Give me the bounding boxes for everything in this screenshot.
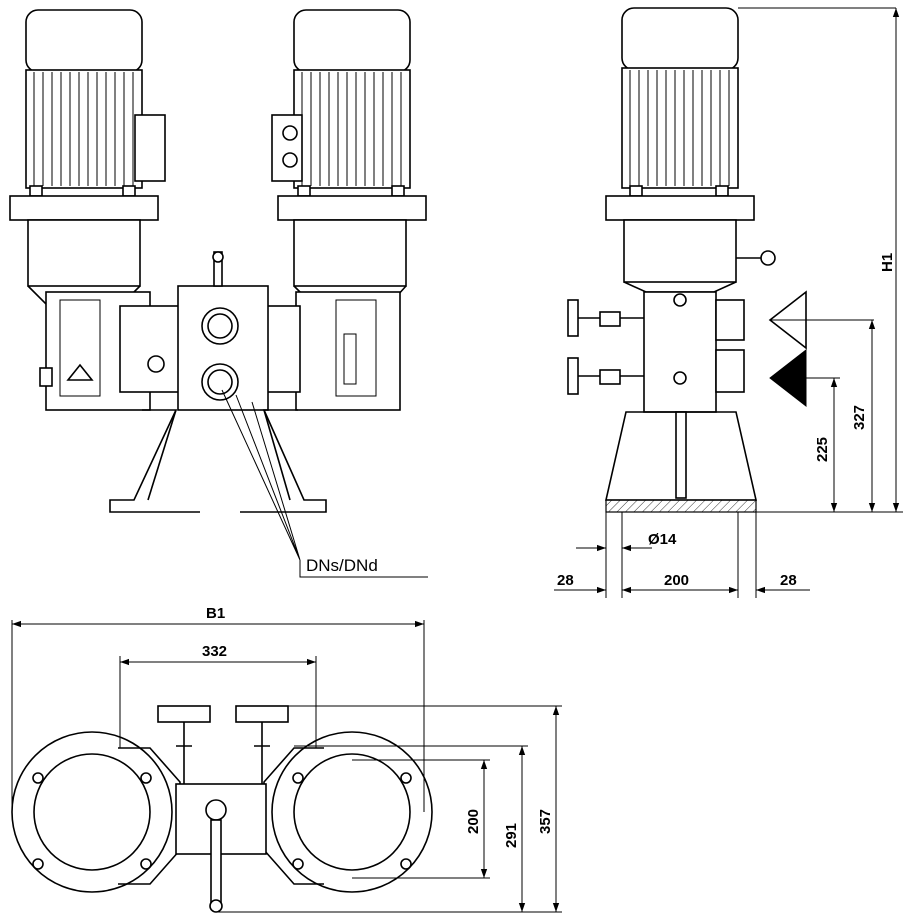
dim-225: 225 bbox=[814, 437, 831, 462]
front-view: DNs/DNd bbox=[9, 9, 428, 578]
dim-foot-left: 28 bbox=[557, 572, 574, 589]
dimension-lines bbox=[11, 7, 903, 913]
dim-foot-span: 200 bbox=[664, 572, 689, 589]
dim-foot-right: 28 bbox=[780, 572, 797, 589]
left-motor bbox=[9, 9, 166, 307]
dim-357: 357 bbox=[537, 809, 554, 834]
dim-b1: B1 bbox=[206, 605, 225, 622]
top-view bbox=[11, 705, 433, 913]
dim-hole-diameter: Ø14 bbox=[648, 531, 677, 548]
right-motor bbox=[271, 9, 427, 307]
side-view bbox=[567, 7, 807, 513]
right-pump-housing bbox=[295, 291, 401, 411]
dim-327: 327 bbox=[851, 405, 868, 430]
dim-200-depth: 200 bbox=[465, 809, 482, 834]
dim-332: 332 bbox=[202, 643, 227, 660]
dim-h1: H1 bbox=[879, 253, 896, 272]
dim-291: 291 bbox=[503, 823, 520, 848]
connection-label: DNs/DNd bbox=[306, 556, 378, 575]
